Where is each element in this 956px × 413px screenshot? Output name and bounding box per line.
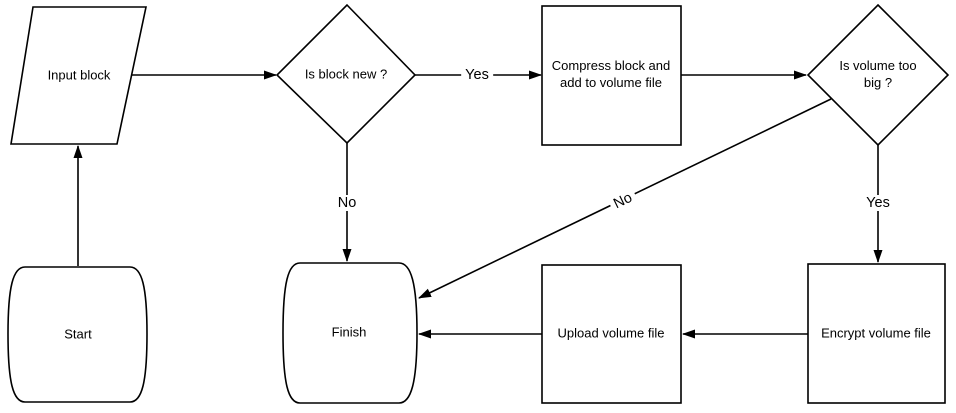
edge-label-yes-block-new: Yes <box>461 67 493 83</box>
node-shape-compress-block <box>541 5 682 146</box>
node-shape-finish <box>282 262 418 404</box>
node-shape-input-block <box>10 6 147 145</box>
node-shape-start <box>7 266 148 403</box>
node-label-is-volume-too-big: Is volume too big ? <box>839 58 917 90</box>
edge-label-yes-volume-too-big: Yes <box>862 195 894 211</box>
node-label-start: Start <box>64 326 92 342</box>
node-label-compress-block: Compress block and add to volume file <box>551 58 671 90</box>
node-label-upload-volume-file: Upload volume file <box>557 325 665 341</box>
node-shape-upload-volume-file <box>541 264 682 404</box>
edge-label-no-block-new: No <box>333 195 361 211</box>
node-label-encrypt-volume-file: Encrypt volume file <box>821 325 931 341</box>
node-label-is-block-new: Is block new ? <box>304 66 388 82</box>
node-label-input-block: Input block <box>47 67 111 83</box>
node-label-finish: Finish <box>331 324 367 340</box>
node-shape-encrypt-volume-file <box>807 263 946 404</box>
